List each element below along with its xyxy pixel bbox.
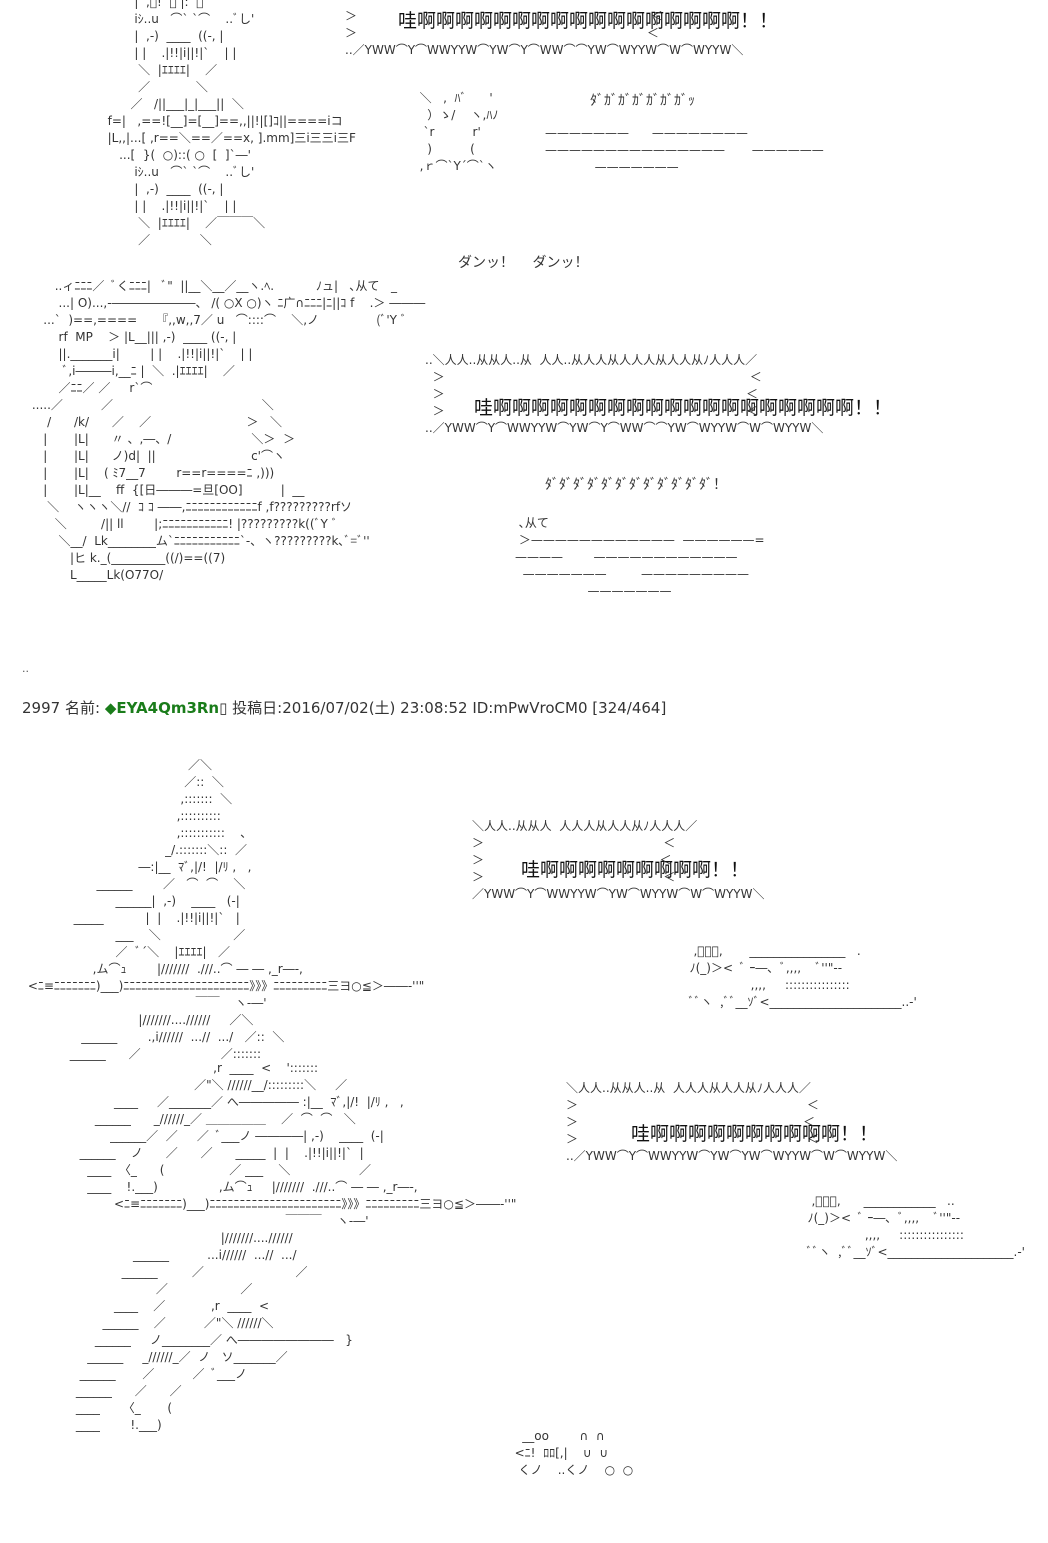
sfx-dadada: ﾀﾞﾀﾞﾀﾞﾀﾞﾀﾞﾀﾞﾀﾞﾀﾞﾀﾞﾀﾞﾀﾞﾀﾞ！ — [545, 477, 727, 493]
speed-lines-1: ——————— ———————— ——————————————— —————— … — [545, 126, 824, 174]
shout-text-3: 哇啊啊啊啊啊啊啊啊啊！！ — [521, 859, 750, 881]
sfx-dagaga: ﾀﾞｶﾞｶﾞｶﾞｶﾞｶﾞｶﾞｯ — [590, 93, 695, 109]
post-date: 2016/07/02(土) 23:08:52 — [282, 699, 468, 717]
speed-lines-2: ､从て ＞———————————— ——————= ———— —————————… — [515, 516, 765, 598]
exhaust-trail-2: ,ﾞﾞﾞ, ____________ .. ﾉ(_)＞< ﾞ ｰ―､ ﾞ,,,,… — [803, 1194, 1025, 1259]
ascii-art-bottom-2: ,r ____ < '::::::: ／"＼ //////__/::::::::… — [75, 1061, 517, 1432]
exhaust-trail-1: ,ﾞﾞﾞ, ________________ . ﾉ(_)＞< ﾞ ｰ―､ ﾞ,… — [685, 944, 917, 1009]
post-number: 2997 — [22, 699, 61, 717]
ascii-art-bottom-1: ／＼ ／:: ＼ ,::::::: ＼ ,:::::::::: ,:: — [27, 758, 425, 1061]
small-figure-bottom: __oo ∩ ∩ <ﾆ! ﾛﾛ[,| ∪ ∪ くノ ..くノ ○ ○ — [514, 1429, 634, 1477]
shout-frame-3: ＼人人..从从人 人人人从人人从ﾉ人人人／ ＞ ＜ ＞ ＜ ＞ ＜ ／YWW⌒Y… — [472, 819, 765, 901]
name-label: 名前: — [64, 699, 101, 717]
poster-trip[interactable]: ◆EYA4Qm3Rn — [104, 699, 220, 717]
post-header: 2997 名前: ◆EYA4Qm3Rn▯ 投稿日:2016/07/02(土) 2… — [22, 697, 666, 718]
trip-box-icon: ▯ — [219, 699, 228, 717]
separator-dots: .. — [22, 662, 29, 675]
shout-frame-2: ..＼人人..从从人..从 人人..从人人从人人人从人人从ﾉ人人人／ ＞ ＜ ＞ — [425, 353, 824, 435]
ascii-art-top-left: | ,ﾞ! ﾞ |: ﾞ iｼ..u ⌒` `⌒ ..ﾞし' | ,-) ___… — [107, 0, 356, 247]
shout-frame-1: ＞ ＜ ＞ ＜ ..／YWW⌒Y⌒WWYYW⌒YW⌒Y⌒WW⌒⌒YW⌒WYYW⌒… — [345, 9, 744, 57]
post-id[interactable]: ID:mPwVroCM0 — [472, 699, 588, 717]
burst-mark-1: ＼ , ﾊﾞ ' ）ゝ/ ヽ,ﾊﾉ `r r' ) ( ,ｒ⌒`Y´⌒`ヽ — [419, 91, 499, 173]
post-count: [324/464] — [592, 699, 667, 717]
shout-text-1: 哇啊啊啊啊啊啊啊啊啊啊啊啊啊啊啊啊啊！！ — [398, 10, 779, 32]
shout-frame-4: ＼人人..从从人..从 人人人从人人从ﾉ人人人／ ＞ ＜ ＞ ＜ ＞ — [566, 1081, 898, 1163]
ascii-art-top-body: ..ィﾆﾆﾆ／ ﾞくﾆﾆﾆ| ﾞ" ||__＼__／__ヽ.ﾍ. ﾉュ| ､从て… — [31, 279, 426, 582]
sfx-dan: ダンッ！ ダンッ！ — [458, 255, 589, 271]
shout-text-2: 哇啊啊啊啊啊啊啊啊啊啊啊啊啊啊啊啊啊啊啊！！ — [474, 397, 893, 419]
shout-text-4: 哇啊啊啊啊啊啊啊啊啊啊！！ — [631, 1123, 879, 1145]
date-label: 投稿日: — [232, 699, 283, 717]
